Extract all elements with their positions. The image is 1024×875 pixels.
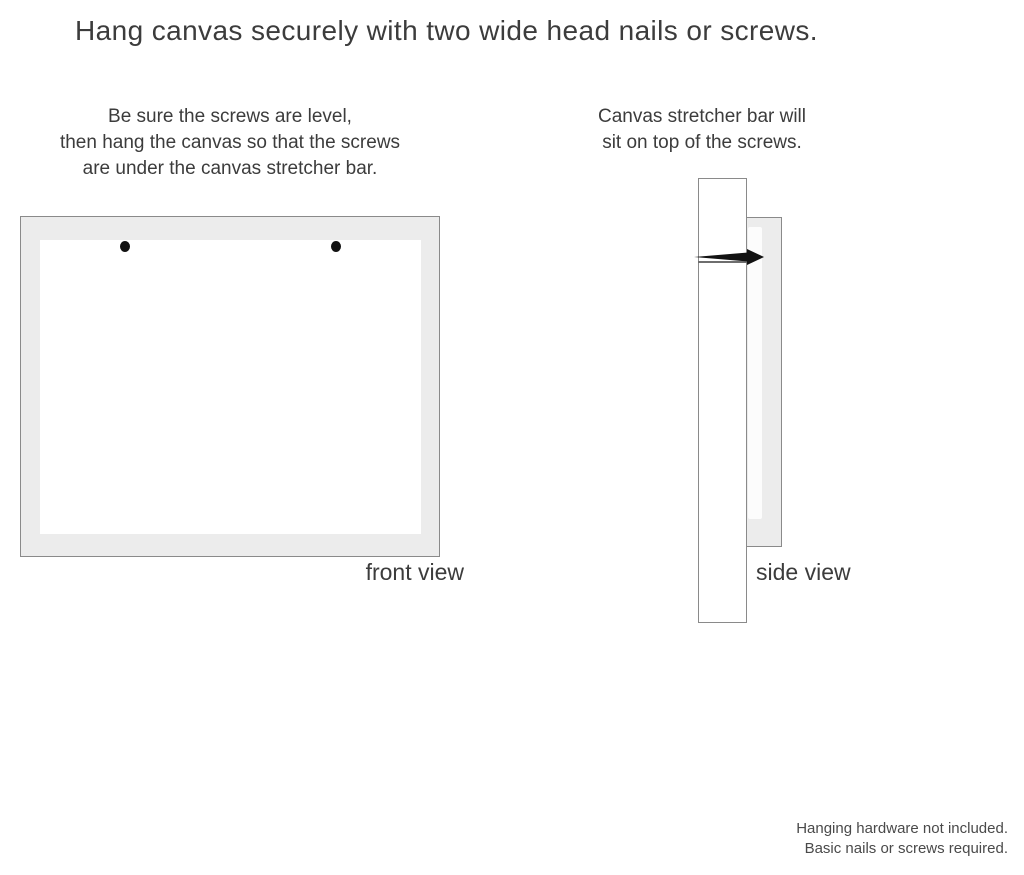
stretcher-bar-bottom-line [698, 261, 747, 263]
screw-dot-icon [120, 241, 130, 252]
front-view-label: front view [365, 559, 464, 585]
instruction-line: then hang the canvas so that the screws [59, 132, 401, 153]
instruction-line: Be sure the screws are level, [108, 106, 352, 127]
canvas-side-inner-area [748, 227, 762, 519]
canvas-side-profile [745, 217, 782, 547]
footer-line: Basic nails or screws required. [804, 840, 1008, 857]
stretcher-bar-side [698, 178, 747, 623]
instruction-line: sit on top of the screws. [602, 132, 802, 153]
nail-icon [694, 249, 764, 265]
side-view-instructions: Canvas stretcher bar will sit on top of … [552, 104, 852, 156]
canvas-front-view [20, 216, 440, 557]
footer-line: Hanging hardware not included. [796, 820, 1008, 837]
footer-note: Hanging hardware not included. Basic nai… [796, 819, 1008, 859]
front-view-instructions: Be sure the screws are level, then hang … [30, 104, 430, 182]
canvas-front-inner-area [40, 240, 421, 534]
instruction-line: Canvas stretcher bar will [597, 106, 807, 127]
instruction-line: are under the canvas stretcher bar. [82, 158, 378, 179]
page-title: Hang canvas securely with two wide head … [75, 15, 818, 46]
screw-dot-icon [331, 241, 341, 252]
side-view-label: side view [756, 559, 851, 585]
